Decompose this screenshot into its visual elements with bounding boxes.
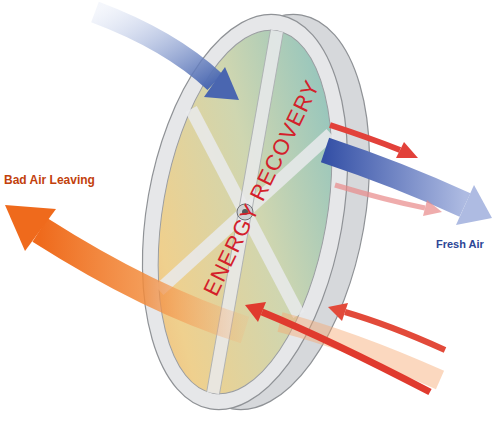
fresh-air-arrow bbox=[325, 150, 492, 225]
heat-arrow bbox=[335, 185, 442, 216]
return-air-arrow bbox=[328, 303, 445, 350]
airflow-label: Bad Air Leaving bbox=[4, 174, 95, 187]
wheel-label: ENERGY RECOVERY bbox=[199, 76, 325, 299]
heat-arrow bbox=[330, 125, 418, 158]
wheel-face bbox=[132, 17, 357, 408]
wheel-spokes bbox=[143, 18, 347, 405]
outside-air-arrow bbox=[95, 12, 239, 100]
return-air-arrow bbox=[245, 302, 430, 392]
airflow-label: Fresh Air bbox=[436, 238, 484, 250]
